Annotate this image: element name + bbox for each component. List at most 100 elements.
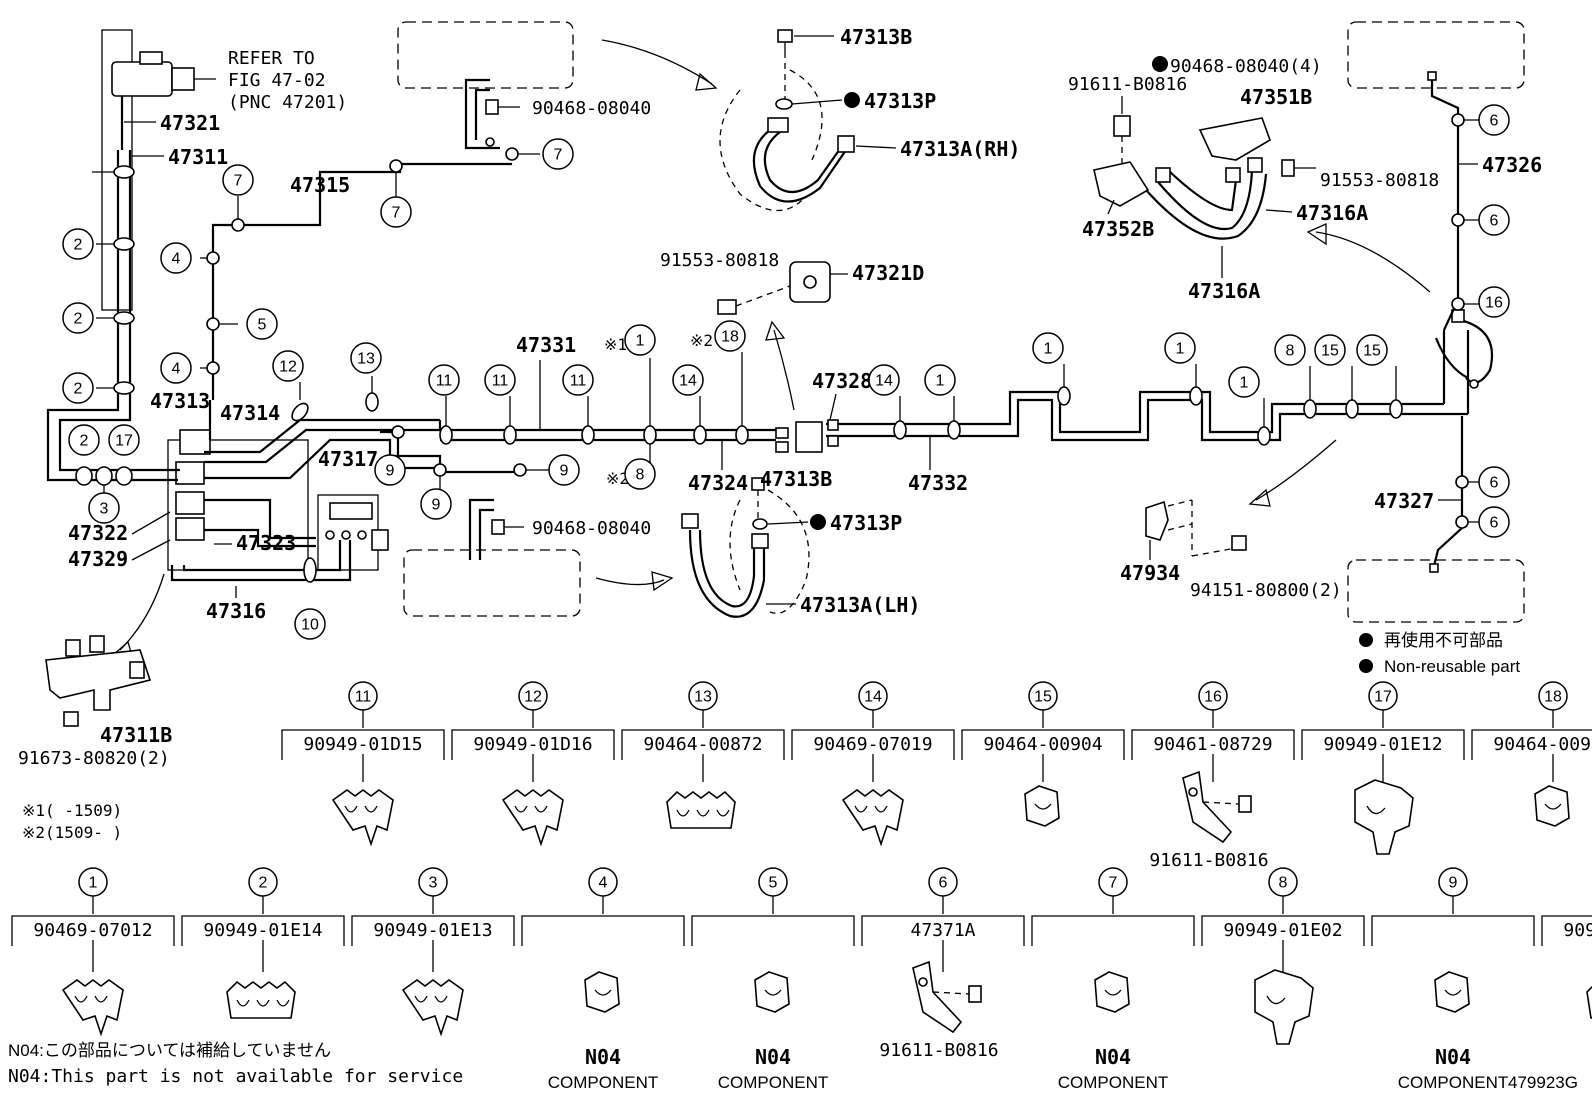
refer-note: REFER TO FIG 47-02 (PNC 47201) bbox=[228, 48, 347, 113]
callout-number: 9 bbox=[386, 463, 395, 480]
callout-c_a2: 2 bbox=[62, 228, 94, 260]
callout-c_w8: 8 bbox=[624, 458, 656, 490]
svg-text:※2: ※2 bbox=[606, 469, 629, 488]
callout-c_d2: 2 bbox=[68, 424, 100, 456]
svg-text:90468-08040(4): 90468-08040(4) bbox=[1170, 56, 1322, 77]
junction-block bbox=[717, 261, 839, 453]
svg-text:47315: 47315 bbox=[290, 173, 350, 197]
callout-number: 9 bbox=[560, 463, 569, 480]
svg-text:47311B: 47311B bbox=[100, 723, 172, 747]
clip-part-number: 90461-08729 bbox=[1153, 734, 1272, 755]
callout-number: 17 bbox=[115, 433, 133, 450]
callout-number: 1 bbox=[636, 333, 645, 350]
svg-text:47324: 47324 bbox=[688, 471, 748, 495]
callout-number: 15 bbox=[1363, 343, 1381, 360]
svg-text:47327: 47327 bbox=[1374, 489, 1434, 513]
pipe-47331 bbox=[438, 309, 1494, 442]
clip-number: 7 bbox=[1109, 875, 1118, 892]
svg-text:91553-80818: 91553-80818 bbox=[1320, 170, 1439, 191]
clip-cell-4: 4N04COMPONENTPARTS FORPNC 47315 bbox=[521, 867, 685, 1099]
callout-number: 2 bbox=[74, 237, 83, 254]
flex-hose-rh bbox=[719, 29, 855, 212]
callout-number: 6 bbox=[1490, 515, 1499, 532]
clip-number: 13 bbox=[694, 689, 712, 706]
clip-table-bottom: 190469-07012290949-01E14390949-01E134N04… bbox=[11, 867, 1592, 1099]
clip-note-1: COMPONENT bbox=[1058, 1073, 1169, 1092]
callout-c_p9: 9 bbox=[420, 488, 452, 520]
callout-number: 18 bbox=[721, 329, 739, 346]
callout-c_h5: 5 bbox=[246, 308, 278, 340]
callout-number: 7 bbox=[554, 147, 563, 164]
clip-cell-10: 1090949-01540 bbox=[1541, 915, 1592, 1019]
clip-table-top: 1190949-01D151290949-01D161390464-008721… bbox=[281, 681, 1592, 871]
callout-c_al6: 6 bbox=[1478, 506, 1510, 538]
clip-number: 8 bbox=[1279, 875, 1288, 892]
callout-c_ab1: 1 bbox=[1032, 332, 1064, 364]
svg-text:90468-08040: 90468-08040 bbox=[532, 518, 651, 539]
callout-number: 16 bbox=[1485, 295, 1503, 312]
callout-c_ak6: 6 bbox=[1478, 466, 1510, 498]
front-wheel-box bbox=[397, 21, 718, 150]
clip-part-number: 90464-00903 bbox=[1493, 734, 1592, 755]
callout-c_z14: 14 bbox=[868, 364, 900, 396]
svg-text:47934: 47934 bbox=[1120, 561, 1180, 585]
svg-text:※2(1509- ): ※2(1509- ) bbox=[22, 823, 122, 842]
callout-c_n13: 13 bbox=[350, 342, 382, 374]
svg-text:(PNC 47201): (PNC 47201) bbox=[228, 92, 347, 113]
callout-number: 5 bbox=[258, 317, 267, 334]
clip-code: N04 bbox=[1095, 1045, 1131, 1069]
svg-text:47316A: 47316A bbox=[1188, 279, 1260, 303]
clip-number: 16 bbox=[1204, 689, 1222, 706]
callout-c_j7: 7 bbox=[222, 164, 254, 196]
callout-c_u11: 11 bbox=[562, 364, 594, 396]
callout-c_q9: 9 bbox=[548, 454, 580, 486]
callout-number: 12 bbox=[279, 359, 297, 376]
clip-part-number: 90949-01540 bbox=[1563, 920, 1592, 941]
callout-number: 4 bbox=[172, 251, 181, 268]
clip-part-number: 90464-00872 bbox=[643, 734, 762, 755]
svg-text:91553-80818: 91553-80818 bbox=[660, 250, 779, 271]
callout-c_g4: 4 bbox=[160, 242, 192, 274]
bracket-47311B bbox=[45, 573, 165, 727]
callout-number: 9 bbox=[432, 497, 441, 514]
callout-c_k7: 7 bbox=[380, 196, 412, 228]
notes: ※1( -1509) ※2(1509- ) N04:この部品については補給してい… bbox=[8, 801, 1578, 1092]
left-clamps bbox=[75, 165, 135, 496]
clip-part-number: 90949-01E12 bbox=[1323, 734, 1442, 755]
clip-number: 4 bbox=[599, 875, 608, 892]
svg-text:47317: 47317 bbox=[318, 447, 378, 471]
svg-text:47331: 47331 bbox=[516, 333, 576, 357]
svg-text:47316: 47316 bbox=[206, 599, 266, 623]
clip-note-2: PARTS FOR bbox=[1065, 1096, 1161, 1099]
svg-text:REFER TO: REFER TO bbox=[228, 48, 315, 69]
svg-text:47313A(RH): 47313A(RH) bbox=[900, 137, 1020, 161]
clip-cell-18: 18 90464-00903 bbox=[1471, 681, 1592, 827]
legend: 再使用不可部品 Non-reusable part bbox=[1359, 630, 1520, 676]
callout-number: 11 bbox=[570, 373, 587, 390]
clip-number: 14 bbox=[864, 689, 882, 706]
callout-c_c2: 2 bbox=[62, 372, 94, 404]
callout-c_ad1: 1 bbox=[1228, 366, 1260, 398]
clip-note-1: COMPONENT bbox=[1398, 1073, 1509, 1092]
callout-number: 1 bbox=[1176, 341, 1185, 358]
clip-note-1: COMPONENT bbox=[548, 1073, 659, 1092]
clip-note-2: PARTS FOR bbox=[725, 1096, 821, 1099]
callout-number: 6 bbox=[1490, 213, 1499, 230]
callout-number: 2 bbox=[74, 311, 83, 328]
callout-c_v1: 1 bbox=[624, 324, 656, 356]
callout-c_af15: 15 bbox=[1314, 334, 1346, 366]
callout-c_e17: 17 bbox=[108, 424, 140, 456]
clip-number: 12 bbox=[524, 689, 542, 706]
clip-number: 18 bbox=[1544, 689, 1562, 706]
callout-number: 7 bbox=[392, 205, 401, 222]
svg-text:47351B: 47351B bbox=[1240, 85, 1312, 109]
svg-text:N04:This part is not available: N04:This part is not available for servi… bbox=[8, 1066, 463, 1087]
rear-left-box bbox=[403, 477, 810, 618]
clip-part-number: 90469-07012 bbox=[33, 920, 152, 941]
callout-number: 2 bbox=[74, 381, 83, 398]
svg-text:47313A(LH): 47313A(LH) bbox=[800, 593, 920, 617]
svg-text:47314: 47314 bbox=[220, 401, 280, 425]
